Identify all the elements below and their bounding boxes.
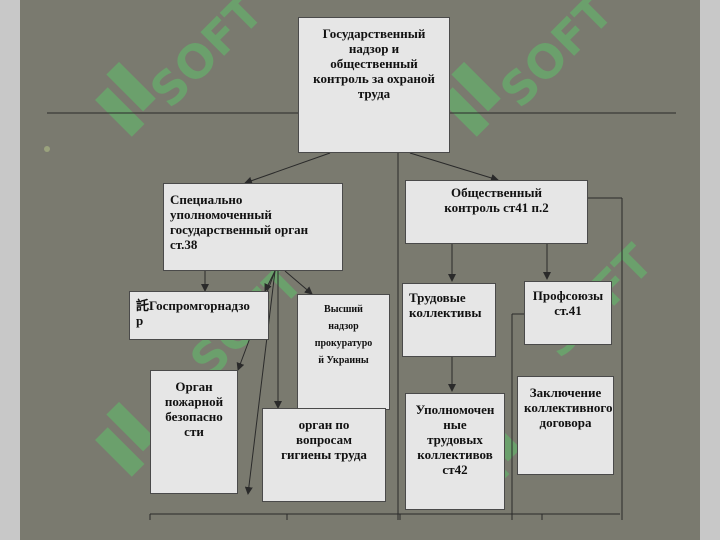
trade-unions-node: Профсоюзы ст.41 [524, 281, 612, 345]
connector-arrow [244, 152, 331, 185]
gospromgornadzor-node: 託Госпромгорнадзо р [129, 291, 269, 340]
connector-arrow [244, 270, 276, 495]
labor-collectives-node: Трудовые коллективы [402, 283, 496, 357]
connector-arrow [409, 152, 499, 182]
connector-arrow [284, 270, 313, 295]
fire-safety-node: Орган пожарной безопасно сти [150, 370, 238, 494]
collective-agreement-node: Заключение коллективного договора [517, 376, 614, 475]
connector-lines [47, 112, 676, 520]
root-node: Государственный надзор и общественный ко… [298, 17, 450, 153]
slide: SOFT SOFT SOFT SOFT [20, 0, 700, 540]
special-organ-node: Специально уполномоченный государственны… [163, 183, 343, 271]
authorized-labor-node: Уполномочен ные трудовых коллективов ст4… [405, 393, 505, 510]
prosecutor-node: Высший надзор прокуратуро й Украины [297, 294, 390, 410]
hygiene-organ-node: орган по вопросам гигиены труда [262, 408, 386, 502]
public-control-node: Общественный контроль ст41 п.2 [405, 180, 588, 244]
bullet-dot [44, 146, 50, 152]
